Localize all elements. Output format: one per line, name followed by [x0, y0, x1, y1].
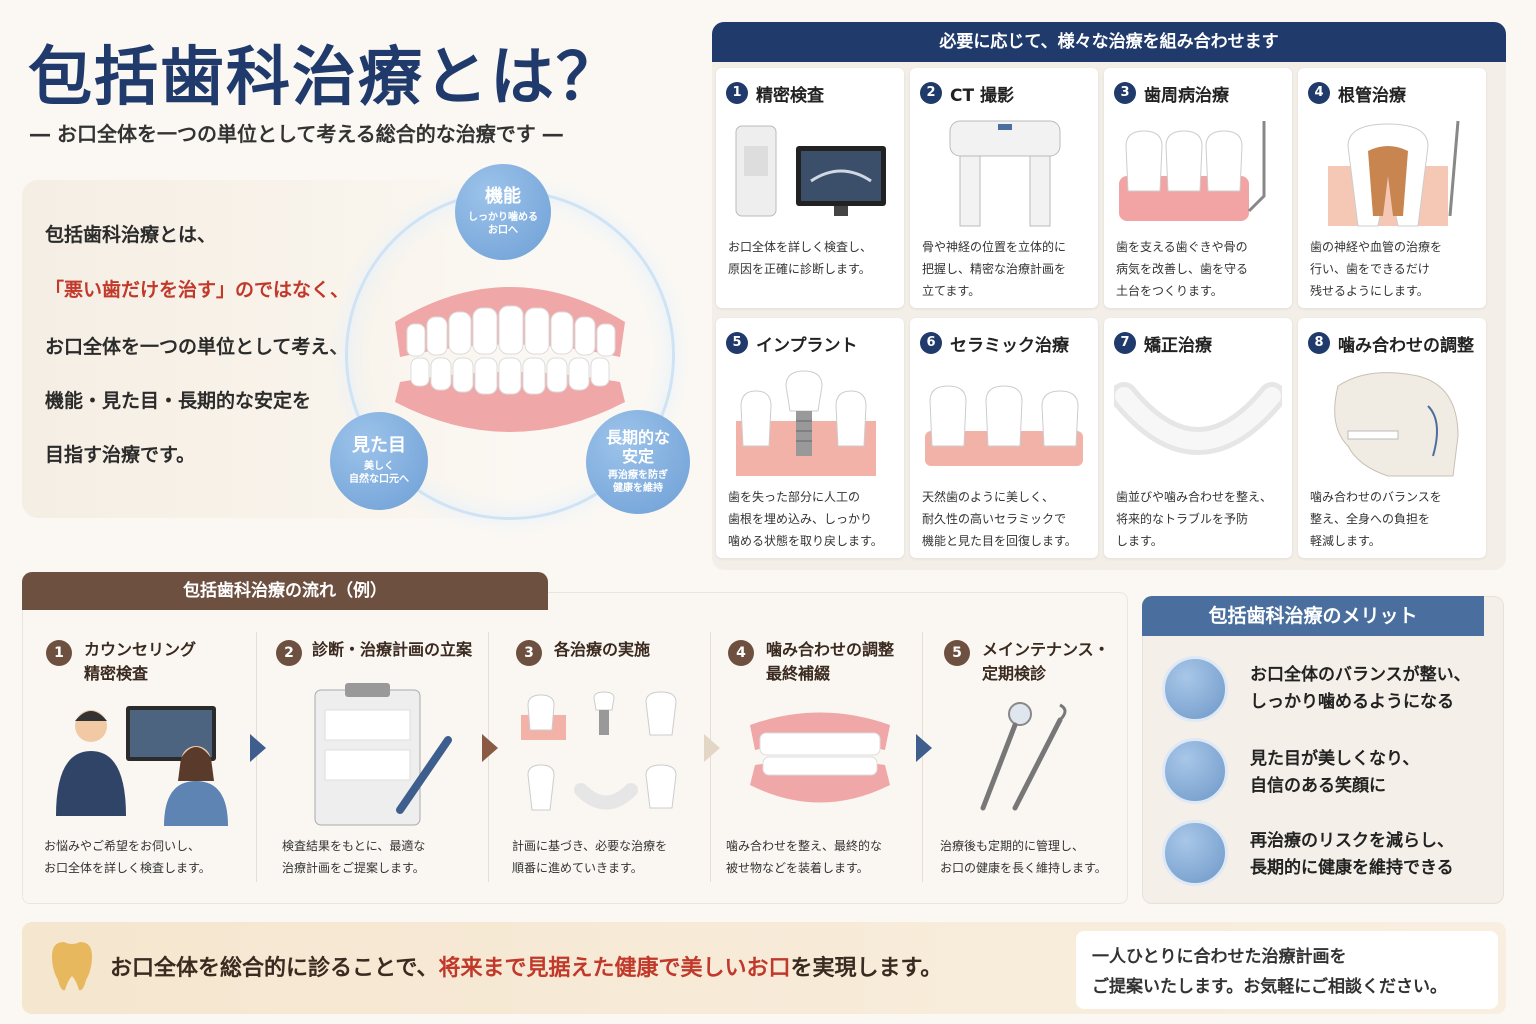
flow-step-desc: 治療後も定期的に管理し、 お口の健康を長く維持します。: [940, 839, 1107, 875]
treatment-card-ct: 2 CT 撮影 骨や神経の位置を立体的に 把握し、精密な治療計画を 立てます。: [910, 68, 1098, 308]
flow-arrow-icon: [250, 734, 266, 762]
intro-line-2: 「悪い歯だけを治す」のではなく、: [45, 279, 350, 301]
counseling-illustration: [56, 706, 228, 826]
tooth-logo-icon: [52, 942, 92, 991]
treatment-desc: お口全体を詳しく検査し、 原因を正確に診断します。: [728, 240, 873, 276]
treatment-number: 4: [1308, 82, 1330, 104]
treatment-number: 3: [1114, 82, 1136, 104]
tooth-balance-icon: [1162, 656, 1228, 722]
tooth-sparkle-icon: [1162, 738, 1228, 804]
flow-panel: [22, 592, 1128, 904]
merit-text: お口全体のバランスが整い、 しっかり噛めるようになる: [1250, 665, 1471, 712]
treatment-number: 8: [1308, 332, 1330, 354]
treatment-title: セラミック治療: [950, 336, 1069, 356]
treatment-card-periodontal: 3 歯周病治療 歯を支える歯ぐきや骨の 病気を改善し、歯を守る 土台をつくります…: [1104, 68, 1292, 308]
aligner-icon: [1114, 382, 1282, 455]
pillar-function: 機能 しっかり噛める お口へ: [455, 164, 551, 260]
heart-health-icon: [1162, 820, 1228, 886]
merit-text: 再治療のリスクを減らし、 長期的に健康を維持できる: [1250, 831, 1454, 878]
flow-step-title: カウンセリング 精密検査: [84, 640, 197, 683]
pillar-function-title: 機能: [485, 186, 521, 208]
flow-step-title: 各治療の実施: [554, 640, 651, 659]
treatment-desc: 噛み合わせのバランスを 整え、全身への負担を 軽減します。: [1310, 490, 1442, 548]
treatment-title: 根管治療: [1338, 86, 1406, 106]
ct-scanner-icon: [949, 120, 1061, 227]
intro-line-1: 包括歯科治療とは、: [45, 224, 217, 246]
flow-step-desc: 検査結果をもとに、最適な 治療計画をご提案します。: [282, 839, 426, 875]
treatment-title: 噛み合わせの調整: [1338, 336, 1474, 356]
clipboard-illustration: [314, 683, 452, 826]
flow-step-desc: お悩みやご希望をお伺いし、 お口全体を詳しく検査します。: [44, 839, 211, 875]
treatment-card-implant: 5 インプラント 歯を失った部分に人工の 歯根を埋め込み、しっかり 噛める状態を…: [716, 318, 904, 558]
page-title: 包括歯科治療とは？: [28, 40, 622, 115]
treatment-number: 6: [920, 332, 942, 354]
treatment-number: 1: [726, 82, 748, 104]
treatments-collage-illustration: [521, 691, 677, 811]
flow-step-title: メインテナンス・ 定期検診: [982, 640, 1110, 683]
skull-jaw-icon: [1334, 372, 1459, 477]
treatment-desc: 歯を失った部分に人工の 歯根を埋め込み、しっかり 噛める状態を取り戻します。: [728, 490, 883, 548]
gum-teeth-icon: [1119, 121, 1266, 221]
treatment-desc: 歯並びや噛み合わせを整え、 将来的なトラブルを予防 します。: [1116, 490, 1273, 548]
treatment-number: 5: [726, 332, 748, 354]
flow-step-number: 2: [276, 640, 302, 666]
treatment-number: 2: [920, 82, 942, 104]
footer-text-before: お口全体を総合的に診ることで、: [110, 956, 439, 981]
intro-line-3: お口全体を一つの単位として考え、: [45, 336, 349, 358]
pillar-appearance-sub: 美しく 自然な口元へ: [349, 460, 409, 485]
flow-step-number: 4: [728, 640, 754, 666]
treatment-card-occlusion: 8 噛み合わせの調整 噛み合わせのバランスを 整え、全身への負担を 軽減します。: [1298, 318, 1486, 558]
xray-machine-icon: [735, 125, 886, 217]
flow-step-number: 1: [46, 640, 72, 666]
treatment-card-root-canal: 4 根管治療 歯の神経や血管の治療を 行い、歯をできるだけ 残せるようにします。: [1298, 68, 1486, 308]
dental-tools-icon: [980, 702, 1067, 811]
pillar-appearance: 見た目 美しく 自然な口元へ: [330, 412, 428, 510]
pillar-stability: 長期的な 安定 再治療を防ぎ 健康を維持: [586, 410, 690, 514]
flow-step-number: 3: [516, 640, 542, 666]
treatment-desc: 歯の神経や血管の治療を 行い、歯をできるだけ 残せるようにします。: [1310, 240, 1443, 298]
pillar-stability-title: 長期的な 安定: [605, 428, 670, 466]
flow-step-number: 5: [944, 640, 970, 666]
ceramic-crown-icon: [925, 385, 1083, 466]
pillar-stability-sub: 再治療を防ぎ 健康を維持: [608, 469, 668, 494]
footer-text-highlight: 将来まで見据えた健康で美しいお口: [438, 956, 791, 981]
flow-step-desc: 噛み合わせを整え、最終的な 被せ物などを装着します。: [726, 839, 883, 875]
merits-header: 包括歯科治療のメリット: [1142, 596, 1484, 636]
teeth-illustration: [395, 287, 625, 432]
treatment-desc: 骨や神経の位置を立体的に 把握し、精密な治療計画を 立てます。: [922, 240, 1067, 298]
treatment-card-ceramic: 6 セラミック治療 天然歯のように美しく、 耐久性の高いセラミックで 機能と見た…: [910, 318, 1098, 558]
flow-arrow-icon: [482, 734, 498, 762]
treatment-title: インプラント: [756, 336, 858, 356]
treatment-card-orthodontic: 7 矯正治療 歯並びや噛み合わせを整え、 将来的なトラブルを予防 します。: [1104, 318, 1292, 558]
treatment-card-exam: 1 精密検査 お口全体を詳しく検査し、 原因を正確に診断します。: [716, 68, 904, 308]
flow-step-title: 噛み合わせの調整 最終補綴: [766, 640, 895, 683]
flow-step-desc: 計画に基づき、必要な治療を 順番に進めていきます。: [512, 839, 668, 875]
page-subtitle: ― お口全体を一つの単位として考える総合的な治療です ―: [30, 122, 563, 146]
footer-text-after: を実現します。: [790, 956, 943, 981]
footer-message: お口全体を総合的に診ることで、将来まで見据えた健康で美しいお口を実現します。: [110, 950, 942, 982]
pillar-function-sub: しっかり噛める お口へ: [468, 211, 538, 236]
flow-arrow-icon: [916, 734, 932, 762]
treatment-desc: 歯を支える歯ぐきや骨の 病気を改善し、歯を守る 土台をつくります。: [1116, 240, 1249, 298]
treatment-title: CT 撮影: [950, 86, 1014, 106]
treatment-title: 精密検査: [756, 86, 824, 106]
intro-line-4: 機能・見た目・長期的な安定を: [45, 390, 312, 412]
implant-icon: [736, 370, 876, 476]
footer-note-text: 一人ひとりに合わせた治療計画を ご提案いたします。お気軽にご相談ください。: [1092, 947, 1447, 997]
treatment-title: 矯正治療: [1144, 336, 1212, 356]
flow-arrow-icon: [704, 734, 720, 762]
treatment-number: 7: [1114, 332, 1136, 354]
treatment-title: 歯周病治療: [1144, 86, 1229, 106]
merit-text: 見た目が美しくなり、 自信のある笑顔に: [1250, 749, 1420, 796]
final-teeth-illustration: [750, 712, 890, 803]
footer-note-box: [1076, 931, 1498, 1009]
flow-step-title: 診断・治療計画の立案: [312, 640, 473, 659]
root-canal-icon: [1328, 120, 1460, 227]
treatment-desc: 天然歯のように美しく、 耐久性の高いセラミックで 機能と見た目を回復します。: [922, 490, 1077, 548]
treatments-header: 必要に応じて、様々な治療を組み合わせます: [712, 22, 1506, 62]
flow-header: 包括歯科治療の流れ（例）: [22, 572, 548, 610]
pillar-appearance-title: 見た目: [352, 435, 406, 457]
intro-line-5: 目指す治療です。: [45, 444, 196, 466]
